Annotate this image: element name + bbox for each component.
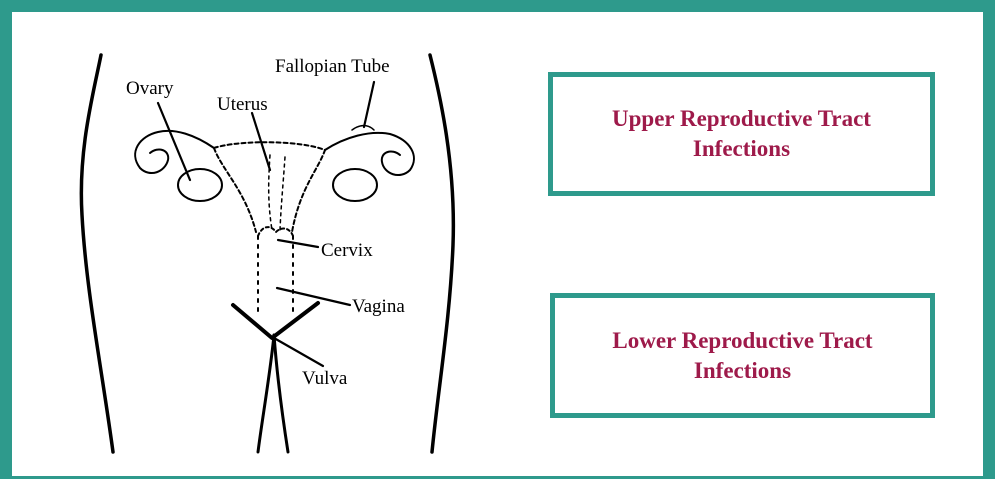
body-outline-right xyxy=(430,55,453,452)
lower-box-line1: Lower Reproductive Tract xyxy=(612,326,872,356)
vulva-shape xyxy=(233,303,318,338)
leader-cervix xyxy=(278,240,318,247)
leg-line-right xyxy=(274,335,288,452)
upper-box-line1: Upper Reproductive Tract xyxy=(612,104,871,134)
label-fallopian-tube: Fallopian Tube xyxy=(275,56,390,77)
leg-line-left xyxy=(258,335,274,452)
ovary-left xyxy=(178,169,222,201)
label-cervix: Cervix xyxy=(321,240,373,261)
leader-uterus xyxy=(252,113,270,170)
leader-fallopian-tube xyxy=(364,82,374,127)
vagina-shape xyxy=(258,236,293,315)
upper-tract-infections-box: Upper Reproductive Tract Infections xyxy=(548,72,935,196)
body-outline-left xyxy=(81,55,113,452)
upper-box-line2: Infections xyxy=(612,134,871,164)
ovary-right xyxy=(333,169,377,201)
lower-tract-infections-box: Lower Reproductive Tract Infections xyxy=(550,293,935,418)
label-vagina: Vagina xyxy=(352,296,405,317)
leader-vulva xyxy=(274,338,323,366)
fallopian-tube-fimbria-right xyxy=(352,126,374,131)
cervix-shape xyxy=(258,227,293,236)
label-uterus: Uterus xyxy=(217,94,268,115)
uterus-inner xyxy=(269,155,285,230)
fallopian-tube-left xyxy=(135,131,214,173)
label-vulva: Vulva xyxy=(302,368,348,389)
lower-box-line2: Infections xyxy=(612,356,872,386)
label-ovary: Ovary xyxy=(126,78,174,99)
fallopian-tube-right xyxy=(325,133,414,175)
leader-vagina xyxy=(277,288,350,305)
